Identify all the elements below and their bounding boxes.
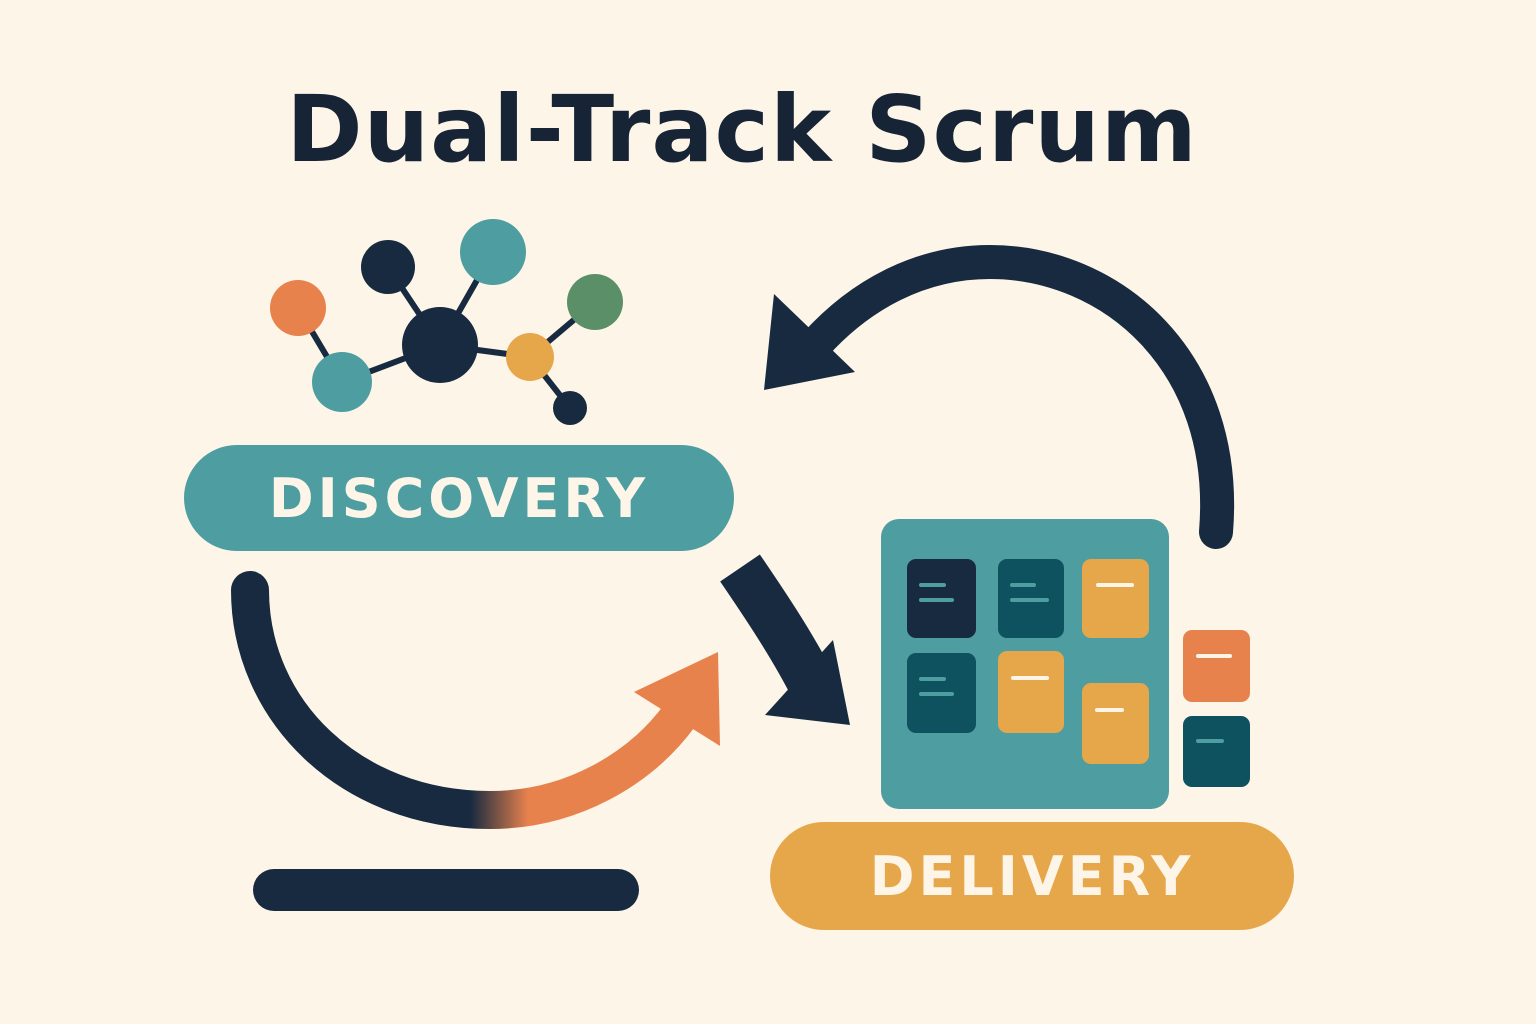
graph-node (312, 352, 372, 412)
task-card (907, 653, 976, 733)
delivery-label: DELIVERY (770, 822, 1294, 930)
graph-node-center (402, 307, 478, 383)
task-card (1183, 630, 1250, 702)
return-arrow (764, 244, 1235, 549)
task-card (998, 559, 1064, 638)
task-board-icon (881, 519, 1250, 809)
graph-node (567, 274, 623, 330)
handoff-arrow (720, 554, 850, 725)
task-card (1082, 683, 1149, 764)
task-card (1082, 559, 1149, 638)
feedback-loop-arrow (231, 571, 720, 830)
page-title: Dual-Track Scrum (286, 76, 1198, 183)
graph-node (553, 391, 587, 425)
discovery-label: DISCOVERY (184, 445, 734, 551)
graph-node (270, 280, 326, 336)
task-card (907, 559, 976, 638)
network-graph-icon (270, 219, 623, 425)
task-card (1183, 716, 1250, 787)
graph-node (460, 219, 526, 285)
task-card (998, 651, 1064, 733)
graph-node (506, 333, 554, 381)
graph-node (361, 240, 415, 294)
